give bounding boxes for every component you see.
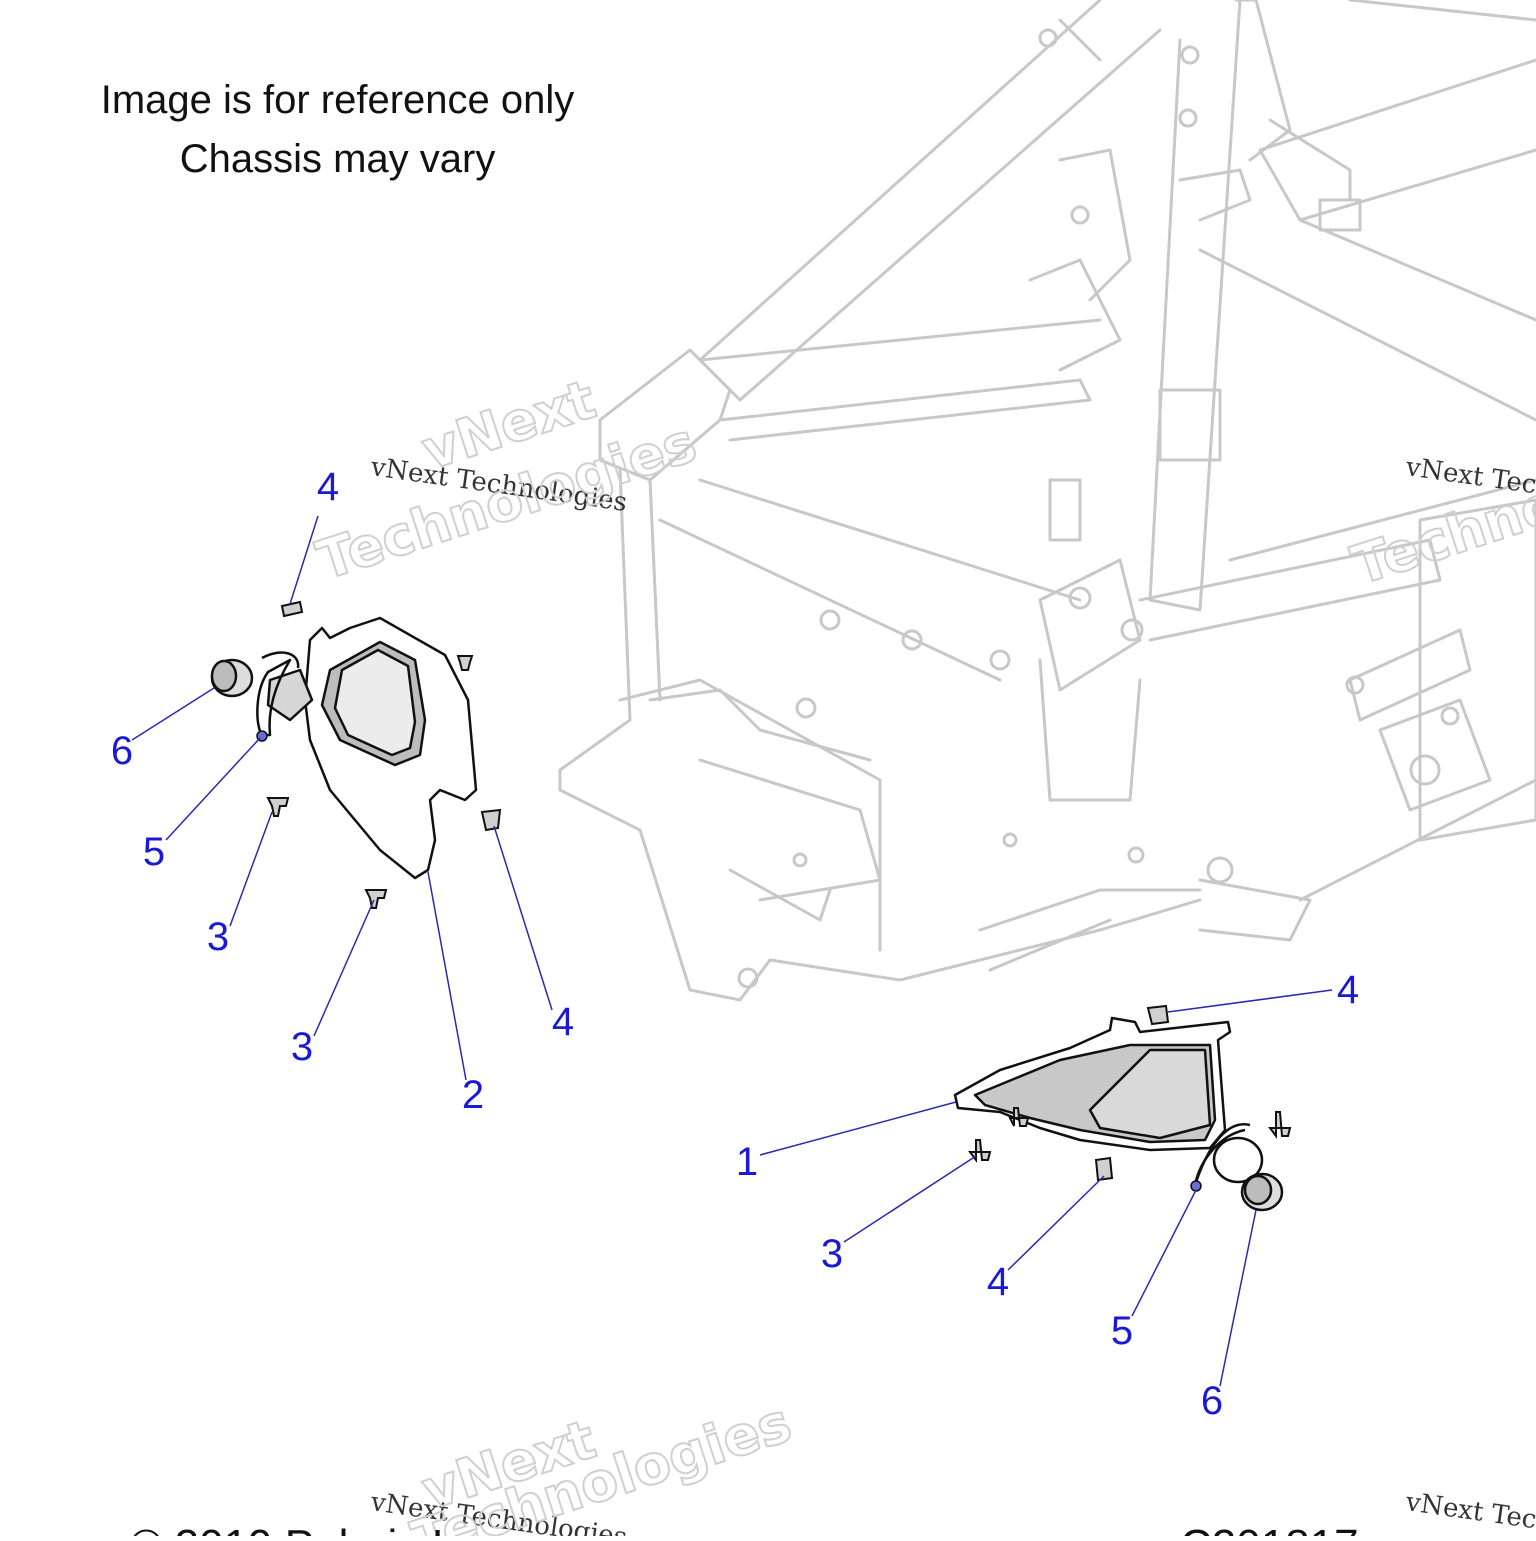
fastener-screws <box>266 600 1292 1182</box>
callout-4: 4 <box>1337 968 1359 1012</box>
callout-2: 2 <box>462 1073 484 1117</box>
reference-note-line-2: Chassis may vary <box>179 137 496 181</box>
callout-5: 5 <box>1111 1309 1133 1353</box>
watermark-outline-text: Technologies <box>1345 416 1536 598</box>
leader-line-6 <box>131 687 215 741</box>
watermark-text: vNext Technologies <box>1403 1487 1536 1536</box>
copyright-text: © 2019 Polaris I <box>130 1521 444 1536</box>
leader-line-4 <box>289 515 319 605</box>
callout-6: 6 <box>1201 1379 1223 1423</box>
part-2-left-deflector <box>256 616 478 880</box>
leader-line-3 <box>843 1155 977 1243</box>
callout-4: 4 <box>317 465 339 509</box>
leader-lines <box>131 515 1333 1387</box>
callout-3: 3 <box>821 1232 843 1276</box>
leader-line-4 <box>1007 1175 1105 1271</box>
leader-line-3 <box>229 811 273 927</box>
leader-line-4 <box>493 825 553 1011</box>
leader-line-5 <box>1131 1189 1197 1317</box>
part-6-right-grommet <box>1240 1172 1284 1212</box>
leader-line-2 <box>427 871 467 1081</box>
part-6-left-grommet <box>210 658 254 698</box>
callout-4: 4 <box>552 1000 574 1044</box>
leader-line-4 <box>1167 989 1333 1013</box>
callout-6: 6 <box>111 729 133 773</box>
leader-line-3 <box>313 899 375 1037</box>
callout-1: 1 <box>736 1140 758 1184</box>
reference-note: Image is for reference only Chassis may … <box>60 78 615 182</box>
callout-3: 3 <box>207 915 229 959</box>
leader-line-1 <box>759 1101 957 1156</box>
callout-5: 5 <box>143 830 165 874</box>
diagram-code: C201817 <box>1180 1521 1359 1536</box>
reference-note-line-1: Image is for reference only <box>100 78 575 122</box>
watermark: vNext Technologies vNext Technologies vN… <box>309 367 1536 1541</box>
callout-4: 4 <box>987 1260 1009 1304</box>
leader-line-5 <box>165 737 261 841</box>
chassis-frame <box>558 0 1536 1002</box>
callout-3: 3 <box>291 1025 313 1069</box>
leader-line-6 <box>1219 1209 1257 1387</box>
